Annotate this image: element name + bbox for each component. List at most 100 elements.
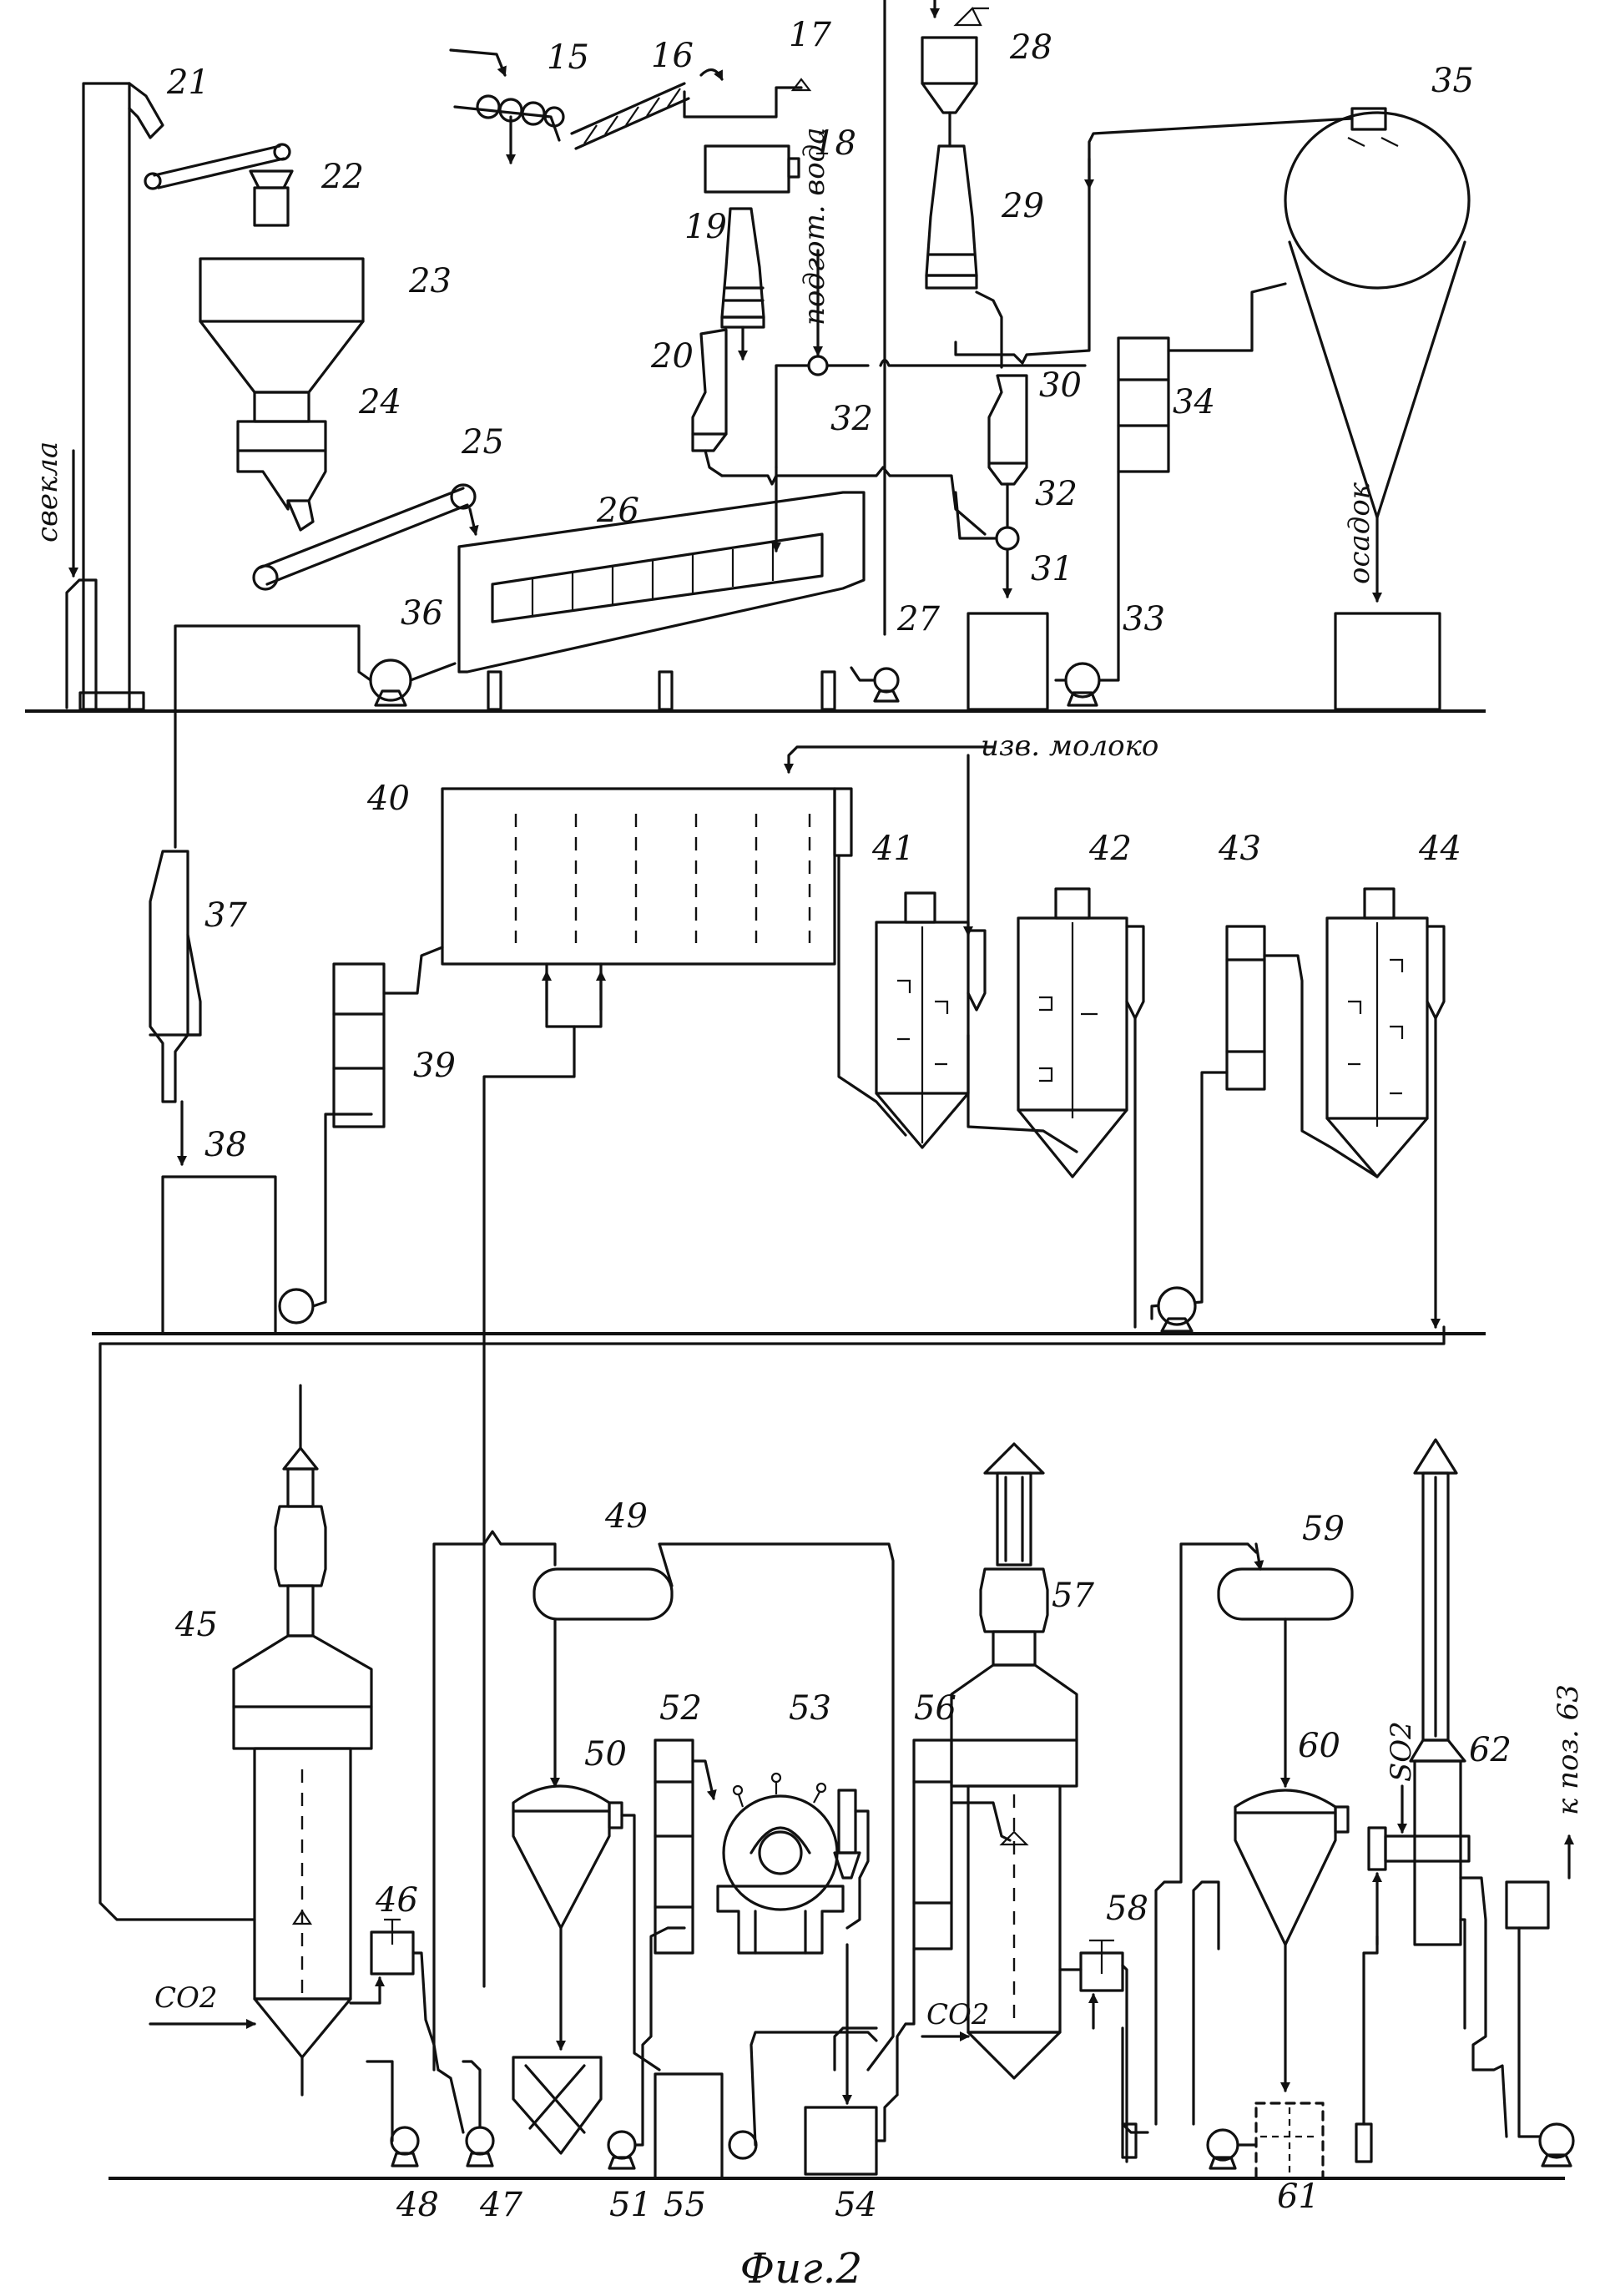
tank-38 xyxy=(161,1175,277,1335)
label-61: 61 xyxy=(1277,2177,1320,2216)
label-60: 60 xyxy=(1298,1727,1340,1765)
pump-27 xyxy=(850,0,900,703)
tank-55 xyxy=(654,2072,724,2180)
pump-55-outlet xyxy=(728,2031,878,2160)
label-57: 57 xyxy=(1052,1577,1094,1615)
label-prepared-water: подгот. вода xyxy=(798,127,831,325)
label-28: 28 xyxy=(1009,28,1052,67)
label-co2-b: CO2 xyxy=(926,1998,990,2031)
label-36: 36 xyxy=(401,594,443,633)
pump-58-outlet xyxy=(1121,2026,1149,2159)
label-35: 35 xyxy=(1431,62,1474,100)
label-45: 45 xyxy=(174,1606,218,1644)
label-25: 25 xyxy=(461,423,504,462)
unit-37 xyxy=(149,850,202,1166)
pump-61-outlet xyxy=(1355,1872,1382,2163)
rollers-15 xyxy=(449,48,565,164)
label-54: 54 xyxy=(835,2186,877,2224)
label-sediment: осадок xyxy=(1343,482,1376,584)
label-39: 39 xyxy=(413,1047,456,1085)
label-23: 23 xyxy=(408,262,452,300)
crossover-line xyxy=(833,2026,878,2071)
label-17: 17 xyxy=(789,16,831,54)
label-lime-milk: изв. молоко xyxy=(981,729,1158,763)
line-to-49 xyxy=(432,1530,557,2071)
line-40-to-41 xyxy=(837,854,907,1137)
tank-31 xyxy=(967,612,1049,711)
label-22: 22 xyxy=(320,158,364,196)
label-beet: свекла xyxy=(31,442,64,542)
sediment-tank xyxy=(1334,612,1441,711)
lime-milk-line xyxy=(784,745,995,774)
figure-caption: Фиг.2 xyxy=(740,2244,863,2293)
vessel-59 xyxy=(1217,1567,1354,1788)
label-44: 44 xyxy=(1418,830,1461,868)
pump-right xyxy=(1471,1880,1575,2167)
small-separator xyxy=(833,1789,870,1930)
label-to-pos-63: к поз. 63 xyxy=(1552,1684,1585,1815)
pump-51 xyxy=(607,1926,686,2170)
label-20: 20 xyxy=(650,337,694,376)
label-51: 51 xyxy=(609,2186,652,2224)
label-21: 21 xyxy=(166,63,209,102)
pump-47 xyxy=(437,2060,495,2167)
tank-61 xyxy=(1254,2102,1325,2180)
return-line-to-45 xyxy=(98,1325,1446,1921)
label-50: 50 xyxy=(584,1735,627,1774)
label-55: 55 xyxy=(664,2186,706,2224)
conveyor-to-hopper-22 xyxy=(144,143,294,227)
heater-56 xyxy=(912,1738,1012,1950)
screw-16 xyxy=(570,68,724,150)
reactor-41 xyxy=(875,891,1078,1153)
carbonator-57 xyxy=(950,1442,1078,2080)
drum-filter-53 xyxy=(716,1772,845,1955)
label-43: 43 xyxy=(1218,830,1261,868)
heater-43 xyxy=(1150,925,1379,1320)
beet-elevator-21 xyxy=(65,82,164,711)
tray-17 xyxy=(683,78,812,119)
tank-54 xyxy=(804,1943,899,2176)
mixer-tank xyxy=(512,2056,603,2155)
tank-40 xyxy=(441,787,853,1988)
label-58: 58 xyxy=(1106,1890,1148,1928)
label-34: 34 xyxy=(1173,383,1215,421)
label-48: 48 xyxy=(396,2186,439,2224)
valve-32-lower xyxy=(954,491,1020,598)
reactor-44 xyxy=(1325,887,1446,1329)
unit-18 xyxy=(704,144,800,194)
label-40: 40 xyxy=(366,780,410,818)
line-to-56 xyxy=(896,1947,916,2097)
line-to-59 xyxy=(1154,1542,1258,2126)
label-53: 53 xyxy=(789,1689,831,1728)
diffuser-26 xyxy=(457,491,866,711)
label-so2: SO2 xyxy=(1385,1721,1418,1782)
label-31: 31 xyxy=(1031,550,1073,588)
label-33: 33 xyxy=(1123,600,1165,638)
unit-30 xyxy=(987,374,1028,527)
label-59: 59 xyxy=(1302,1510,1345,1548)
label-co2-a: CO2 xyxy=(154,1981,218,2015)
pump-middle xyxy=(1157,1286,1197,1333)
label-32-upper: 32 xyxy=(830,400,873,438)
label-38: 38 xyxy=(204,1126,247,1164)
pump-48 xyxy=(366,2060,420,2167)
line-57-to-pump xyxy=(1192,1880,1220,2126)
label-15: 15 xyxy=(547,38,589,77)
pump-near-61 xyxy=(1206,2128,1258,2170)
label-42: 42 xyxy=(1088,830,1132,868)
sulfitator-62 xyxy=(1367,1438,1487,2071)
reactor-42 xyxy=(1017,887,1145,1329)
label-47: 47 xyxy=(479,2186,522,2224)
label-52: 52 xyxy=(659,1689,702,1728)
label-27: 27 xyxy=(896,600,940,638)
label-16: 16 xyxy=(651,37,694,75)
label-18: 18 xyxy=(814,124,856,163)
label-41: 41 xyxy=(871,830,915,868)
unit-24 xyxy=(236,420,327,532)
label-32-lower: 32 xyxy=(1035,475,1078,513)
pump-36 xyxy=(174,624,457,849)
heater-39 xyxy=(332,946,444,1128)
filter-60 xyxy=(1234,1789,1350,2092)
separator-35 xyxy=(954,107,1471,603)
